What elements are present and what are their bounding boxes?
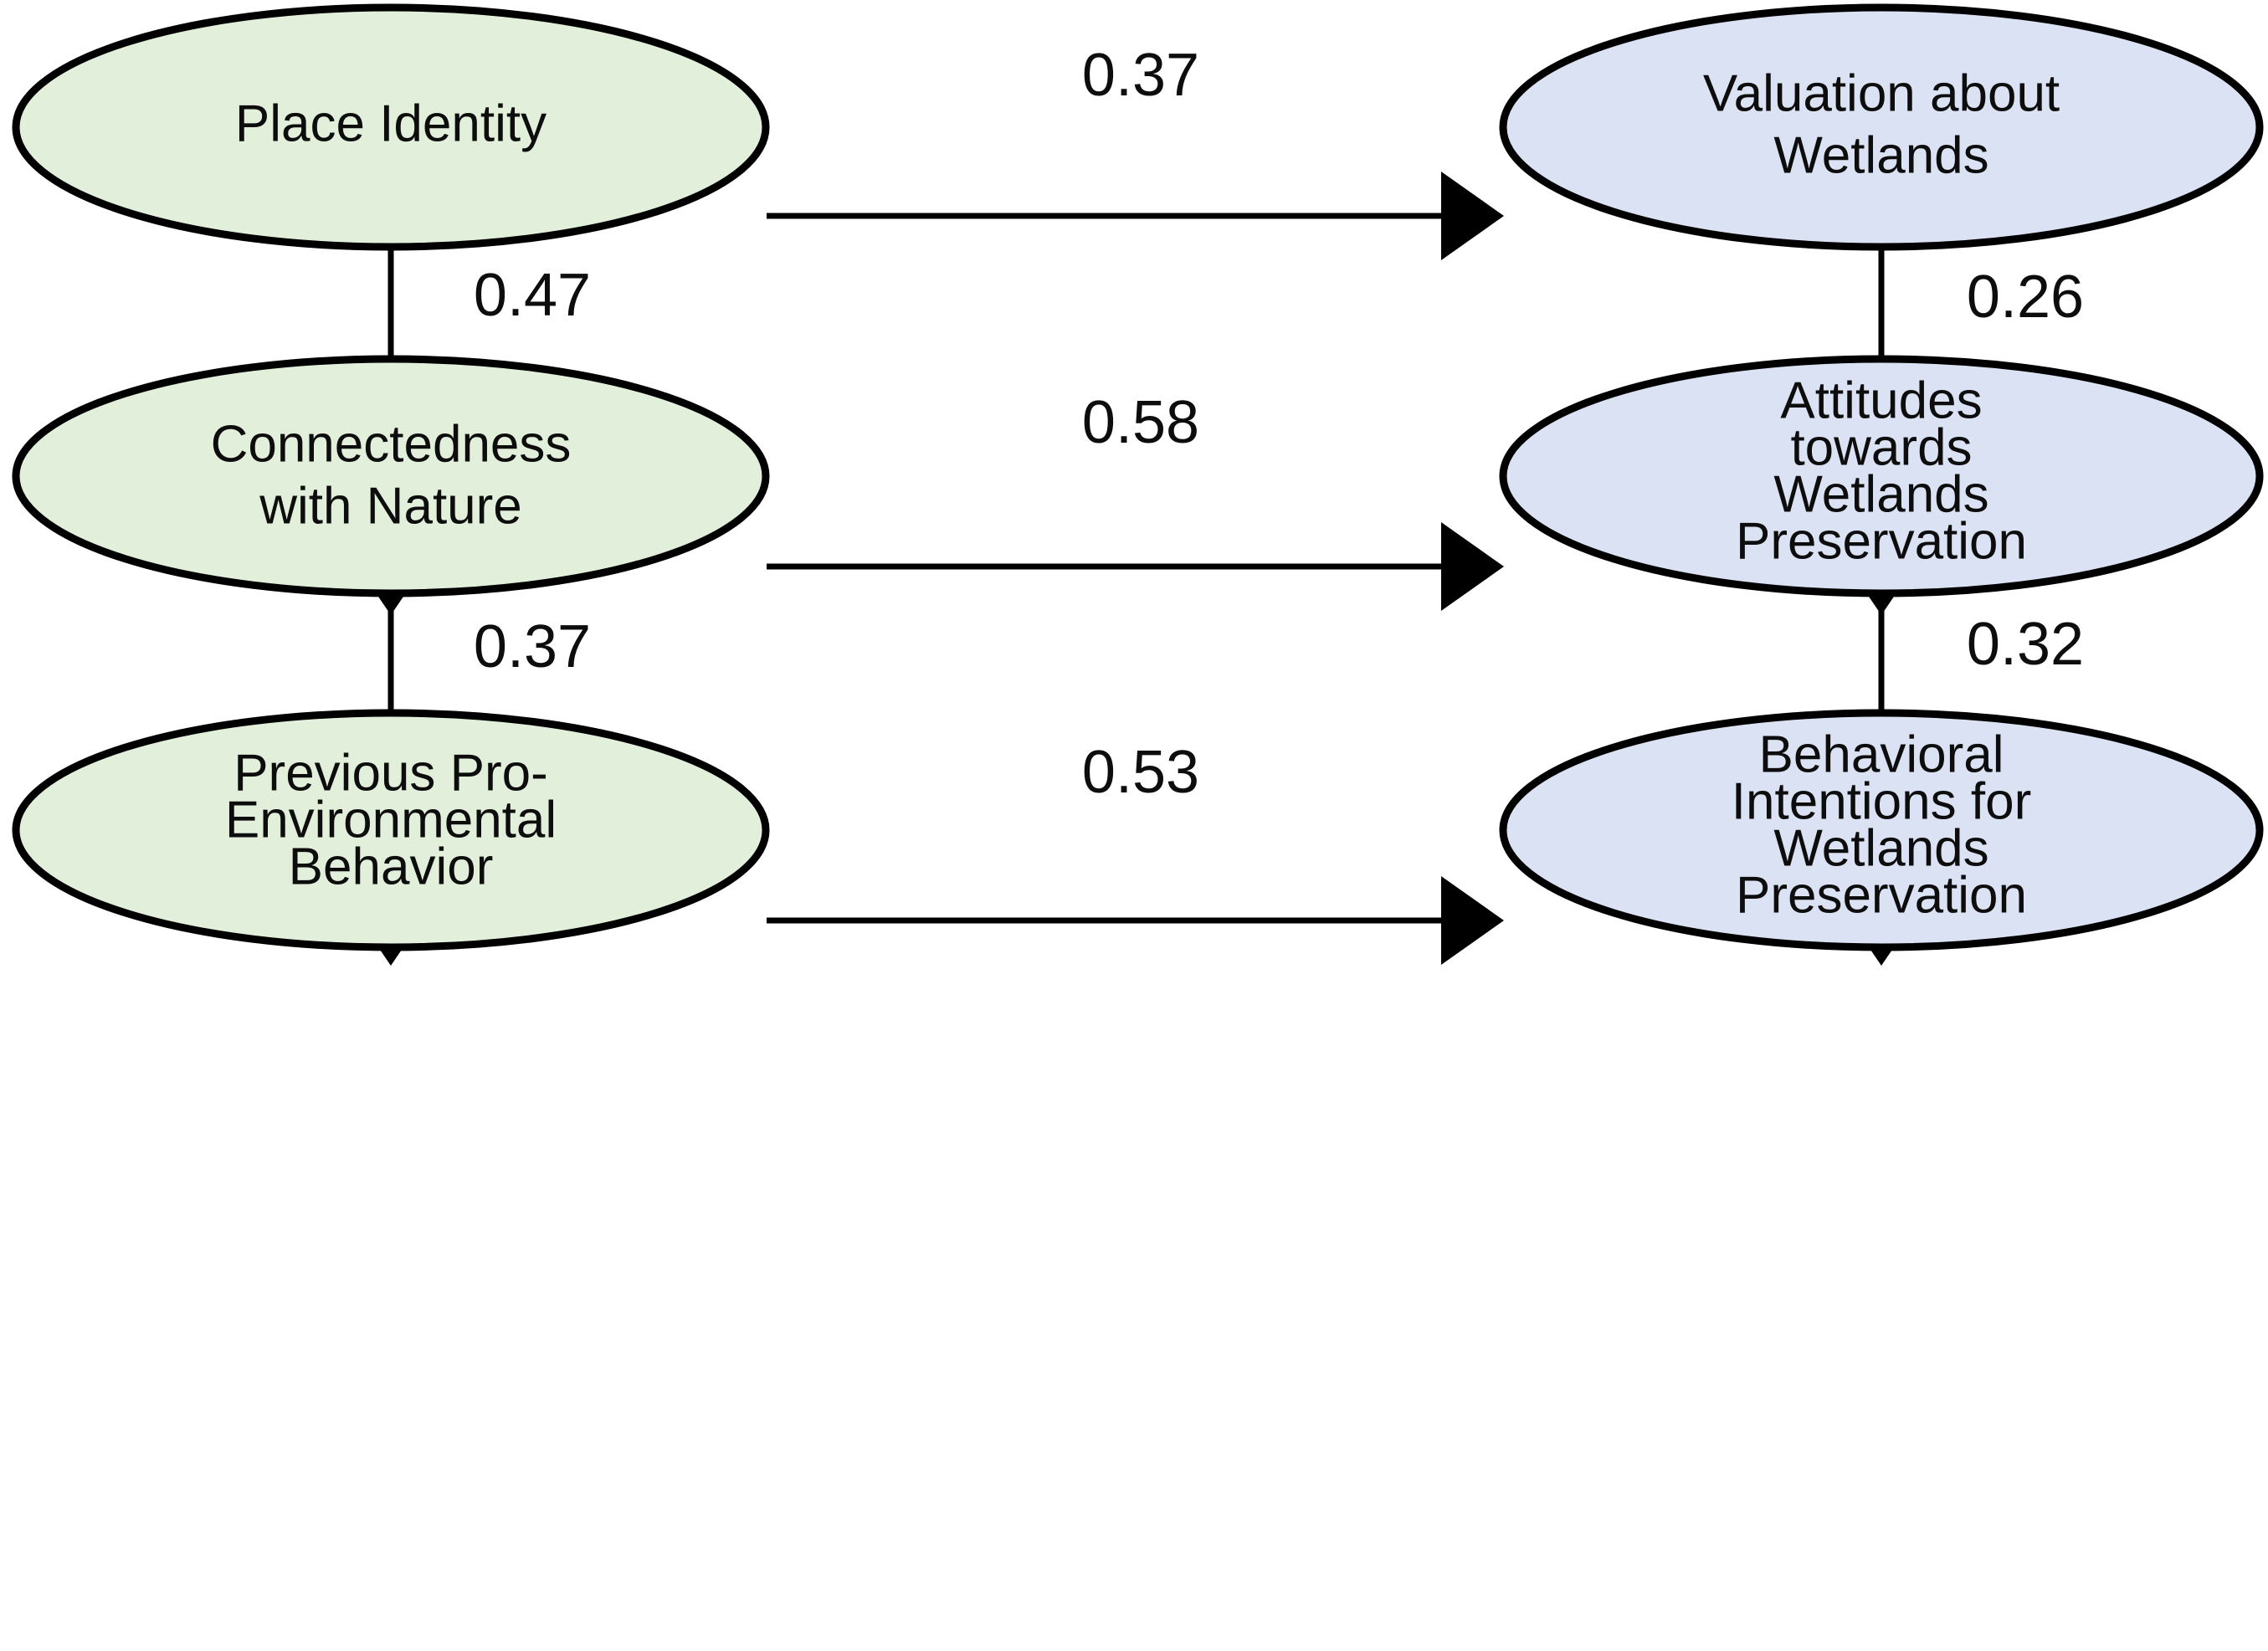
node-label-line: Intentions for bbox=[1732, 772, 2031, 830]
edge-coefficient-label: 0.53 bbox=[1082, 739, 1199, 806]
edge-coefficient-label: 0.26 bbox=[1967, 264, 2084, 331]
node-label-line: Wetlands bbox=[1773, 126, 1988, 184]
node-connectedness-with-nature[interactable]: Connectedness with Nature bbox=[12, 355, 770, 597]
node-label-line: Valuation about bbox=[1703, 64, 2060, 122]
node-label-line: Behavior bbox=[289, 838, 494, 895]
node-label-line: with Nature bbox=[259, 477, 522, 535]
node-ellipse bbox=[12, 709, 770, 951]
node-ellipse bbox=[12, 355, 770, 597]
node-label-line: Wetlands bbox=[1773, 819, 1988, 877]
node-ellipse bbox=[12, 3, 770, 251]
edge-coefficient-label: 0.32 bbox=[1967, 611, 2084, 678]
node-valuation-about-wetlands[interactable]: Valuation about Wetlands bbox=[1499, 3, 2264, 251]
arrowhead-icon bbox=[1441, 522, 1504, 611]
node-label-line: Preservation bbox=[1736, 866, 2027, 924]
edge-coefficient-label: 0.58 bbox=[1082, 389, 1199, 456]
edge-coefficient-label: 0.47 bbox=[474, 262, 591, 329]
node-ellipse bbox=[1499, 709, 2264, 951]
node-ellipse bbox=[1499, 3, 2264, 251]
node-label-line: Attitudes bbox=[1780, 372, 1982, 429]
edge-coefficient-label: 0.37 bbox=[474, 613, 591, 680]
node-label-line: Environmental bbox=[225, 791, 557, 849]
node-place-identity[interactable]: Place Identity bbox=[12, 3, 770, 251]
edge-previous-behavior-to-behavioral-intentions[interactable]: 0.53 bbox=[767, 739, 1504, 965]
node-layer: Place Identity Valuation about Wetlands … bbox=[12, 3, 2264, 951]
edge-place-identity-to-valuation[interactable]: 0.37 bbox=[767, 42, 1504, 260]
node-label-line: Previous Pro- bbox=[233, 744, 548, 802]
node-label-line: Preservation bbox=[1736, 512, 2027, 570]
node-label-line: Place Identity bbox=[235, 95, 546, 152]
node-label-line: Behavioral bbox=[1759, 726, 2004, 783]
node-label-line: Connectedness bbox=[211, 415, 572, 473]
edge-connectedness-to-attitudes[interactable]: 0.58 bbox=[767, 389, 1504, 611]
node-label-line: Wetlands bbox=[1773, 465, 1988, 523]
edge-coefficient-label: 0.37 bbox=[1082, 42, 1199, 109]
node-previous-pro-environmental-behavior[interactable]: Previous Pro- Environmental Behavior bbox=[12, 709, 770, 951]
node-ellipse bbox=[1499, 355, 2264, 597]
node-attitudes-towards-wetlands-preservation[interactable]: Attitudes towards Wetlands Preservation bbox=[1499, 355, 2264, 597]
arrowhead-icon bbox=[1441, 876, 1504, 965]
arrowhead-icon bbox=[1441, 172, 1504, 260]
node-label-line: towards bbox=[1790, 418, 1972, 476]
node-behavioral-intentions-for-wetlands-preservation[interactable]: Behavioral Intentions for Wetlands Prese… bbox=[1499, 709, 2264, 951]
